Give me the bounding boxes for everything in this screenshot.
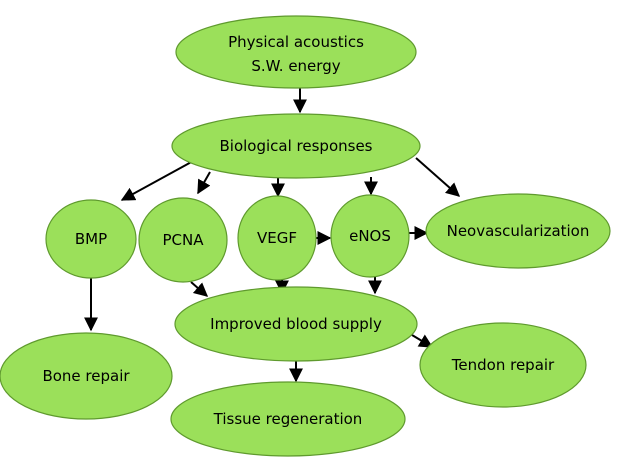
node-pcna: PCNA [138, 197, 228, 283]
node-vegf: VEGF [237, 195, 317, 281]
node-neovascularization-label: Neovascularization [447, 222, 590, 240]
node-physical-acoustics-line2: S.W. energy [251, 57, 340, 75]
node-neovascularization: Neovascularization [425, 193, 611, 269]
node-enos-label: eNOS [349, 227, 391, 245]
edges [84, 88, 461, 383]
node-improved-blood-supply-label: Improved blood supply [210, 315, 382, 333]
node-tissue-regeneration: Tissue regeneration [170, 381, 406, 457]
edge-pcna-to-blood-supply [190, 281, 209, 297]
edge-blood-supply-to-tendon-repair [411, 334, 434, 348]
node-physical-acoustics-line1: Physical acoustics [228, 33, 364, 51]
node-vegf-label: VEGF [257, 229, 297, 247]
node-tendon-repair: Tendon repair [419, 322, 587, 408]
node-pcna-label: PCNA [162, 231, 204, 249]
edge-biological-to-neovascularization [415, 157, 461, 197]
node-enos: eNOS [330, 194, 410, 278]
node-bmp: BMP [45, 199, 137, 279]
edge-biological-to-bmp [120, 159, 196, 201]
node-bone-repair: Bone repair [0, 332, 173, 420]
node-bmp-label: BMP [75, 230, 107, 248]
node-improved-blood-supply: Improved blood supply [174, 286, 418, 362]
node-bone-repair-label: Bone repair [42, 367, 130, 385]
node-tendon-repair-label: Tendon repair [451, 356, 555, 374]
edge-biological-to-pcna [197, 171, 211, 195]
node-physical-acoustics: Physical acoustics S.W. energy [175, 15, 417, 89]
node-biological-responses: Biological responses [171, 113, 421, 179]
node-tissue-regeneration-label: Tissue regeneration [213, 410, 363, 428]
node-biological-responses-label: Biological responses [220, 137, 373, 155]
